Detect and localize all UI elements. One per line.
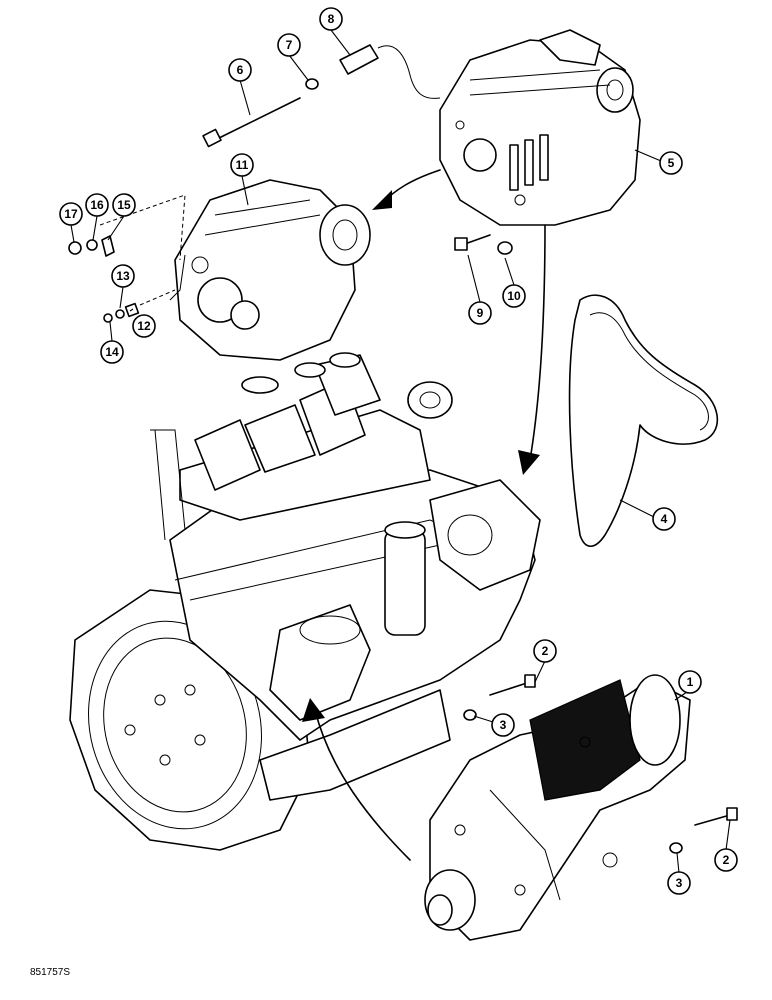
svg-text:2: 2 bbox=[723, 853, 730, 867]
callout-14: 14 bbox=[100, 340, 124, 364]
svg-text:15: 15 bbox=[117, 198, 131, 212]
svg-text:12: 12 bbox=[137, 319, 151, 333]
callout-13: 13 bbox=[111, 264, 135, 288]
svg-text:3: 3 bbox=[500, 718, 507, 732]
svg-text:3: 3 bbox=[676, 876, 683, 890]
callout-3: 3 bbox=[667, 871, 691, 895]
callout-8: 8 bbox=[319, 7, 343, 31]
callout-9: 9 bbox=[468, 301, 492, 325]
leader-lines bbox=[70, 29, 731, 874]
svg-text:6: 6 bbox=[237, 63, 244, 77]
alternator-small bbox=[169, 179, 371, 361]
callout-10: 10 bbox=[502, 284, 526, 308]
hardware bbox=[68, 44, 738, 854]
svg-text:1: 1 bbox=[687, 675, 694, 689]
callout-4: 4 bbox=[652, 507, 676, 531]
svg-text:17: 17 bbox=[64, 207, 78, 221]
callout-15: 15 bbox=[112, 193, 136, 217]
engine-block bbox=[69, 352, 541, 851]
callout-7: 7 bbox=[277, 33, 301, 57]
svg-text:5: 5 bbox=[668, 156, 675, 170]
svg-text:8: 8 bbox=[328, 12, 335, 26]
callout-12: 12 bbox=[132, 314, 156, 338]
callout-17: 17 bbox=[59, 202, 83, 226]
callout-5: 5 bbox=[659, 151, 683, 175]
figure-id: 851757S bbox=[30, 967, 70, 978]
callout-2: 2 bbox=[533, 639, 557, 663]
svg-text:13: 13 bbox=[116, 269, 130, 283]
callout-16: 16 bbox=[85, 193, 109, 217]
callout-6: 6 bbox=[228, 58, 252, 82]
svg-text:9: 9 bbox=[477, 306, 484, 320]
drive-belt bbox=[568, 294, 719, 548]
svg-text:4: 4 bbox=[661, 512, 668, 526]
callout-3: 3 bbox=[491, 713, 515, 737]
svg-text:11: 11 bbox=[236, 158, 249, 172]
svg-text:14: 14 bbox=[105, 345, 119, 359]
callout-11: 11 bbox=[230, 153, 254, 177]
svg-text:16: 16 bbox=[90, 198, 104, 212]
callout-1: 1 bbox=[678, 670, 702, 694]
callout-2: 2 bbox=[714, 848, 738, 872]
svg-text:10: 10 bbox=[507, 289, 521, 303]
svg-text:7: 7 bbox=[286, 38, 293, 52]
assembly-arrows bbox=[302, 169, 546, 861]
starter-motor bbox=[424, 674, 691, 941]
alternator-large bbox=[439, 29, 641, 226]
svg-text:2: 2 bbox=[542, 644, 549, 658]
